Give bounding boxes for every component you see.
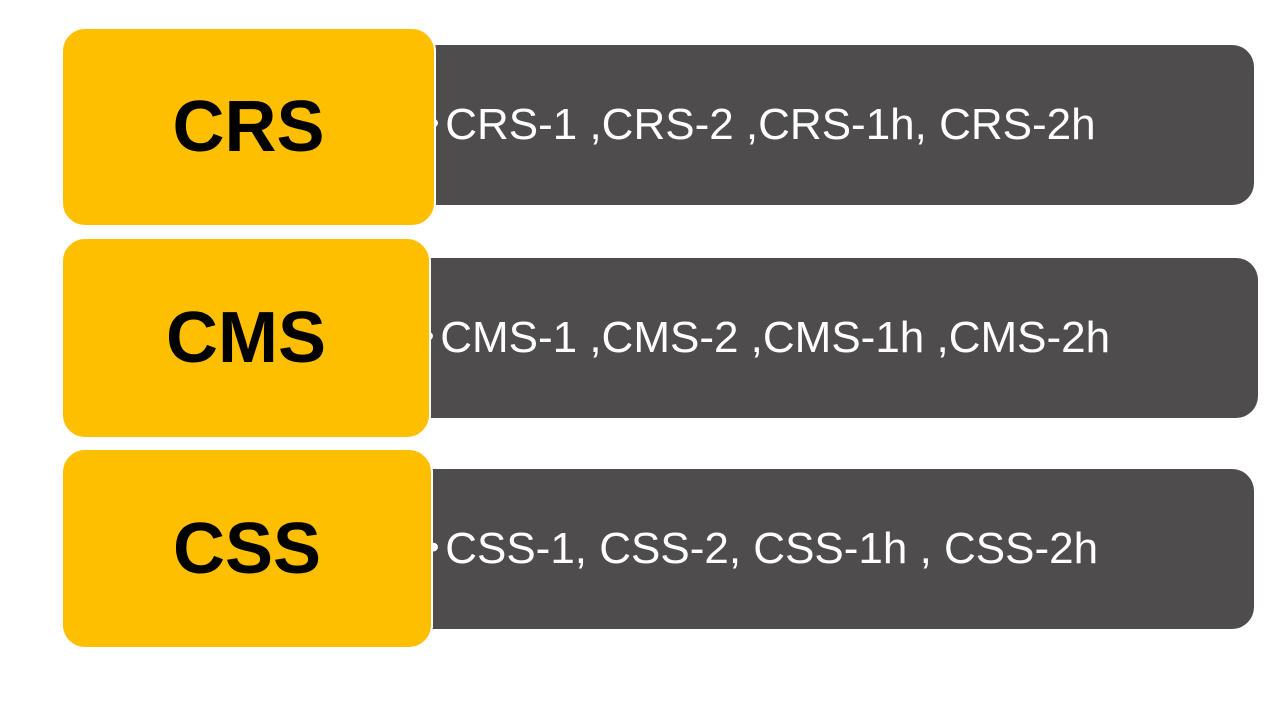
css-detail-text: CSS-1, CSS-2, CSS-1h , CSS-2h	[445, 524, 1099, 573]
css-detail-bar: • CSS-1, CSS-2, CSS-1h , CSS-2h	[410, 469, 1254, 629]
css-label: CSS	[172, 508, 322, 589]
cms-detail-bar: • CMS-1 ,CMS-2 ,CMS-1h ,CMS-2h	[405, 258, 1258, 418]
crs-label-box: CRS	[61, 27, 436, 227]
bullet-icon: •	[428, 528, 440, 565]
crs-detail-text: CRS-1 ,CRS-2 ,CRS-1h, CRS-2h	[445, 100, 1096, 149]
cms-detail-text: CMS-1 ,CMS-2 ,CMS-1h ,CMS-2h	[440, 313, 1111, 362]
crs-label: CRS	[172, 87, 325, 167]
crs-detail-bar: • CRS-1 ,CRS-2 ,CRS-1h, CRS-2h	[410, 45, 1254, 205]
css-label-box: CSS	[61, 448, 433, 649]
cms-label-box: CMS	[61, 237, 431, 439]
cms-label: CMS	[166, 298, 326, 378]
